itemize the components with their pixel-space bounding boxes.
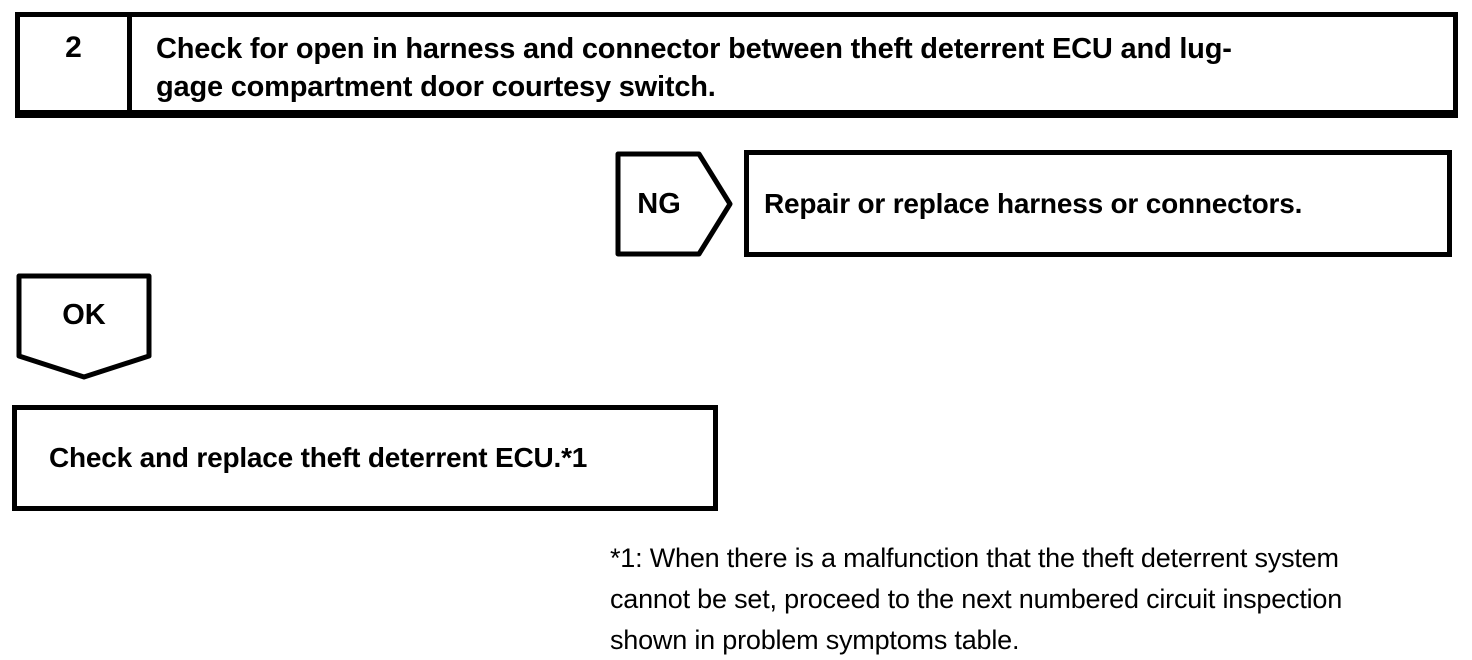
ng-action-box: Repair or replace harness or connectors. [744, 150, 1452, 257]
ng-arrow-right-pentagon-icon [615, 151, 733, 257]
ng-action-text: Repair or replace harness or connectors. [764, 187, 1303, 219]
step-instruction-line-2: gage compartment door courtesy switch. [156, 71, 716, 103]
ok-arrow-down-pentagon-icon [16, 273, 152, 380]
ng-arrow: NG [615, 151, 733, 257]
step-number: 2 [20, 17, 132, 110]
ok-arrow: OK [16, 273, 152, 380]
step-instruction-line-1: Check for open in harness and connector … [156, 33, 1232, 65]
ng-label: NG [637, 187, 681, 220]
footnote-line-3: shown in problem symptoms table. [610, 625, 1020, 655]
ok-action-text: Check and replace theft deterrent ECU.*1 [49, 442, 588, 473]
ok-label: OK [62, 298, 106, 331]
footnote: *1: When there is a malfunction that the… [610, 538, 1342, 660]
ok-action-box: Check and replace theft deterrent ECU.*1 [12, 405, 718, 511]
footnote-line-2: cannot be set, proceed to the next numbe… [610, 584, 1343, 614]
step-instruction: Check for open in harness and connector … [132, 17, 1453, 110]
footnote-line-1: *1: When there is a malfunction that the… [610, 543, 1339, 573]
step-header-box: 2 Check for open in harness and connecto… [15, 12, 1458, 118]
